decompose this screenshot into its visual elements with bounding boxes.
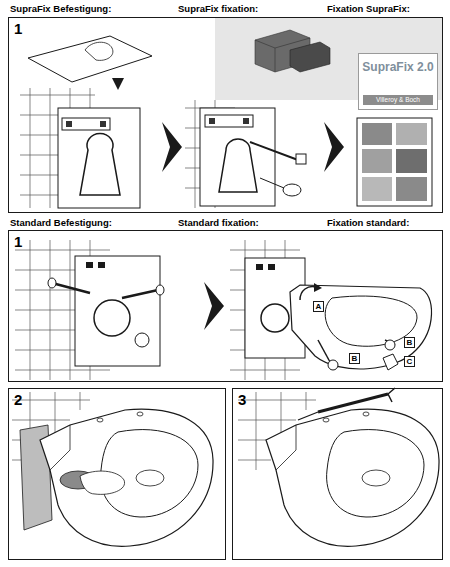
drain-opening	[261, 304, 289, 332]
wall-hung-toilet	[40, 409, 213, 546]
step-chevron	[162, 122, 182, 172]
hand	[80, 471, 125, 494]
step-panel: 1SupraFix 2.0Villeroy & Boch	[8, 17, 443, 213]
template-outline	[219, 139, 257, 192]
paper-template	[28, 36, 152, 82]
step-chevron	[204, 282, 224, 330]
threaded-rod	[52, 283, 158, 298]
arrow-head	[314, 283, 322, 292]
wall-plate	[58, 108, 140, 208]
callout-box: B	[404, 337, 415, 348]
cap-nut	[383, 354, 398, 370]
threaded-rod	[318, 340, 330, 362]
leader-line	[260, 178, 284, 188]
silicone-gun	[318, 394, 388, 412]
step-chevron	[324, 122, 344, 172]
section-heading: SupraFix fixation:	[178, 3, 258, 15]
step-panel: 3	[232, 388, 443, 560]
bracket	[62, 118, 110, 130]
section-heading: SupraFix Befestigung:	[10, 3, 111, 15]
hand	[85, 42, 113, 60]
wall-plate	[200, 108, 275, 206]
product-logo: SupraFix 2.0Villeroy & Boch	[358, 53, 438, 110]
marking	[268, 264, 275, 270]
section-heading: Fixation standard:	[327, 217, 409, 229]
wall-hung-toilet	[266, 409, 439, 546]
callout-letter: A	[314, 302, 323, 312]
step-number: 1	[14, 233, 22, 250]
marking	[86, 262, 93, 268]
callout-box: C	[404, 356, 415, 367]
callout-box: B	[349, 353, 360, 364]
mount-arrow	[300, 287, 316, 300]
step-number: 1	[14, 20, 22, 37]
callout-box: A	[313, 301, 324, 312]
sleeve	[283, 184, 301, 196]
booklet-image	[362, 123, 392, 145]
callout-letter: C	[405, 357, 414, 367]
drain-opening	[94, 300, 130, 336]
booklet-image	[362, 177, 392, 201]
section-heading: Standard fixation:	[178, 217, 259, 229]
marking	[256, 264, 263, 270]
section-heading: Fixation SupraFix:	[327, 3, 410, 15]
booklet-image	[396, 177, 427, 201]
bolt	[66, 121, 72, 127]
bracket	[205, 115, 253, 127]
nut	[296, 154, 306, 164]
callout-letter: B	[405, 338, 414, 348]
brand-band: Villeroy & Boch	[363, 95, 433, 105]
gun-handle	[388, 388, 395, 402]
booklet-image	[362, 149, 392, 173]
callout-letter: B	[350, 354, 359, 364]
step-number: 2	[14, 391, 22, 408]
washer	[385, 340, 395, 350]
step-panel: 2	[8, 388, 226, 560]
step-number: 3	[238, 391, 246, 408]
template-outline	[80, 133, 120, 195]
marking	[98, 262, 105, 268]
instruction-booklet	[357, 118, 432, 206]
booklet-image	[396, 149, 427, 173]
wall-plate	[75, 256, 160, 366]
dowel	[156, 285, 164, 295]
bolt	[243, 118, 249, 124]
down-arrow	[112, 78, 124, 90]
nozzle	[298, 412, 318, 420]
bolt	[100, 121, 106, 127]
dowel	[48, 278, 56, 288]
toilet-body	[290, 285, 432, 369]
section-heading: Standard Befestigung:	[10, 217, 112, 229]
booklet-image	[396, 123, 427, 145]
threaded-rod	[250, 142, 298, 160]
step-panel: 1ABBC	[8, 230, 443, 382]
water-inlet	[135, 333, 149, 347]
washer	[328, 360, 338, 370]
brand-name: SupraFix 2.0	[361, 60, 435, 74]
bolt	[209, 118, 215, 124]
suprafix-bracket	[290, 42, 330, 72]
